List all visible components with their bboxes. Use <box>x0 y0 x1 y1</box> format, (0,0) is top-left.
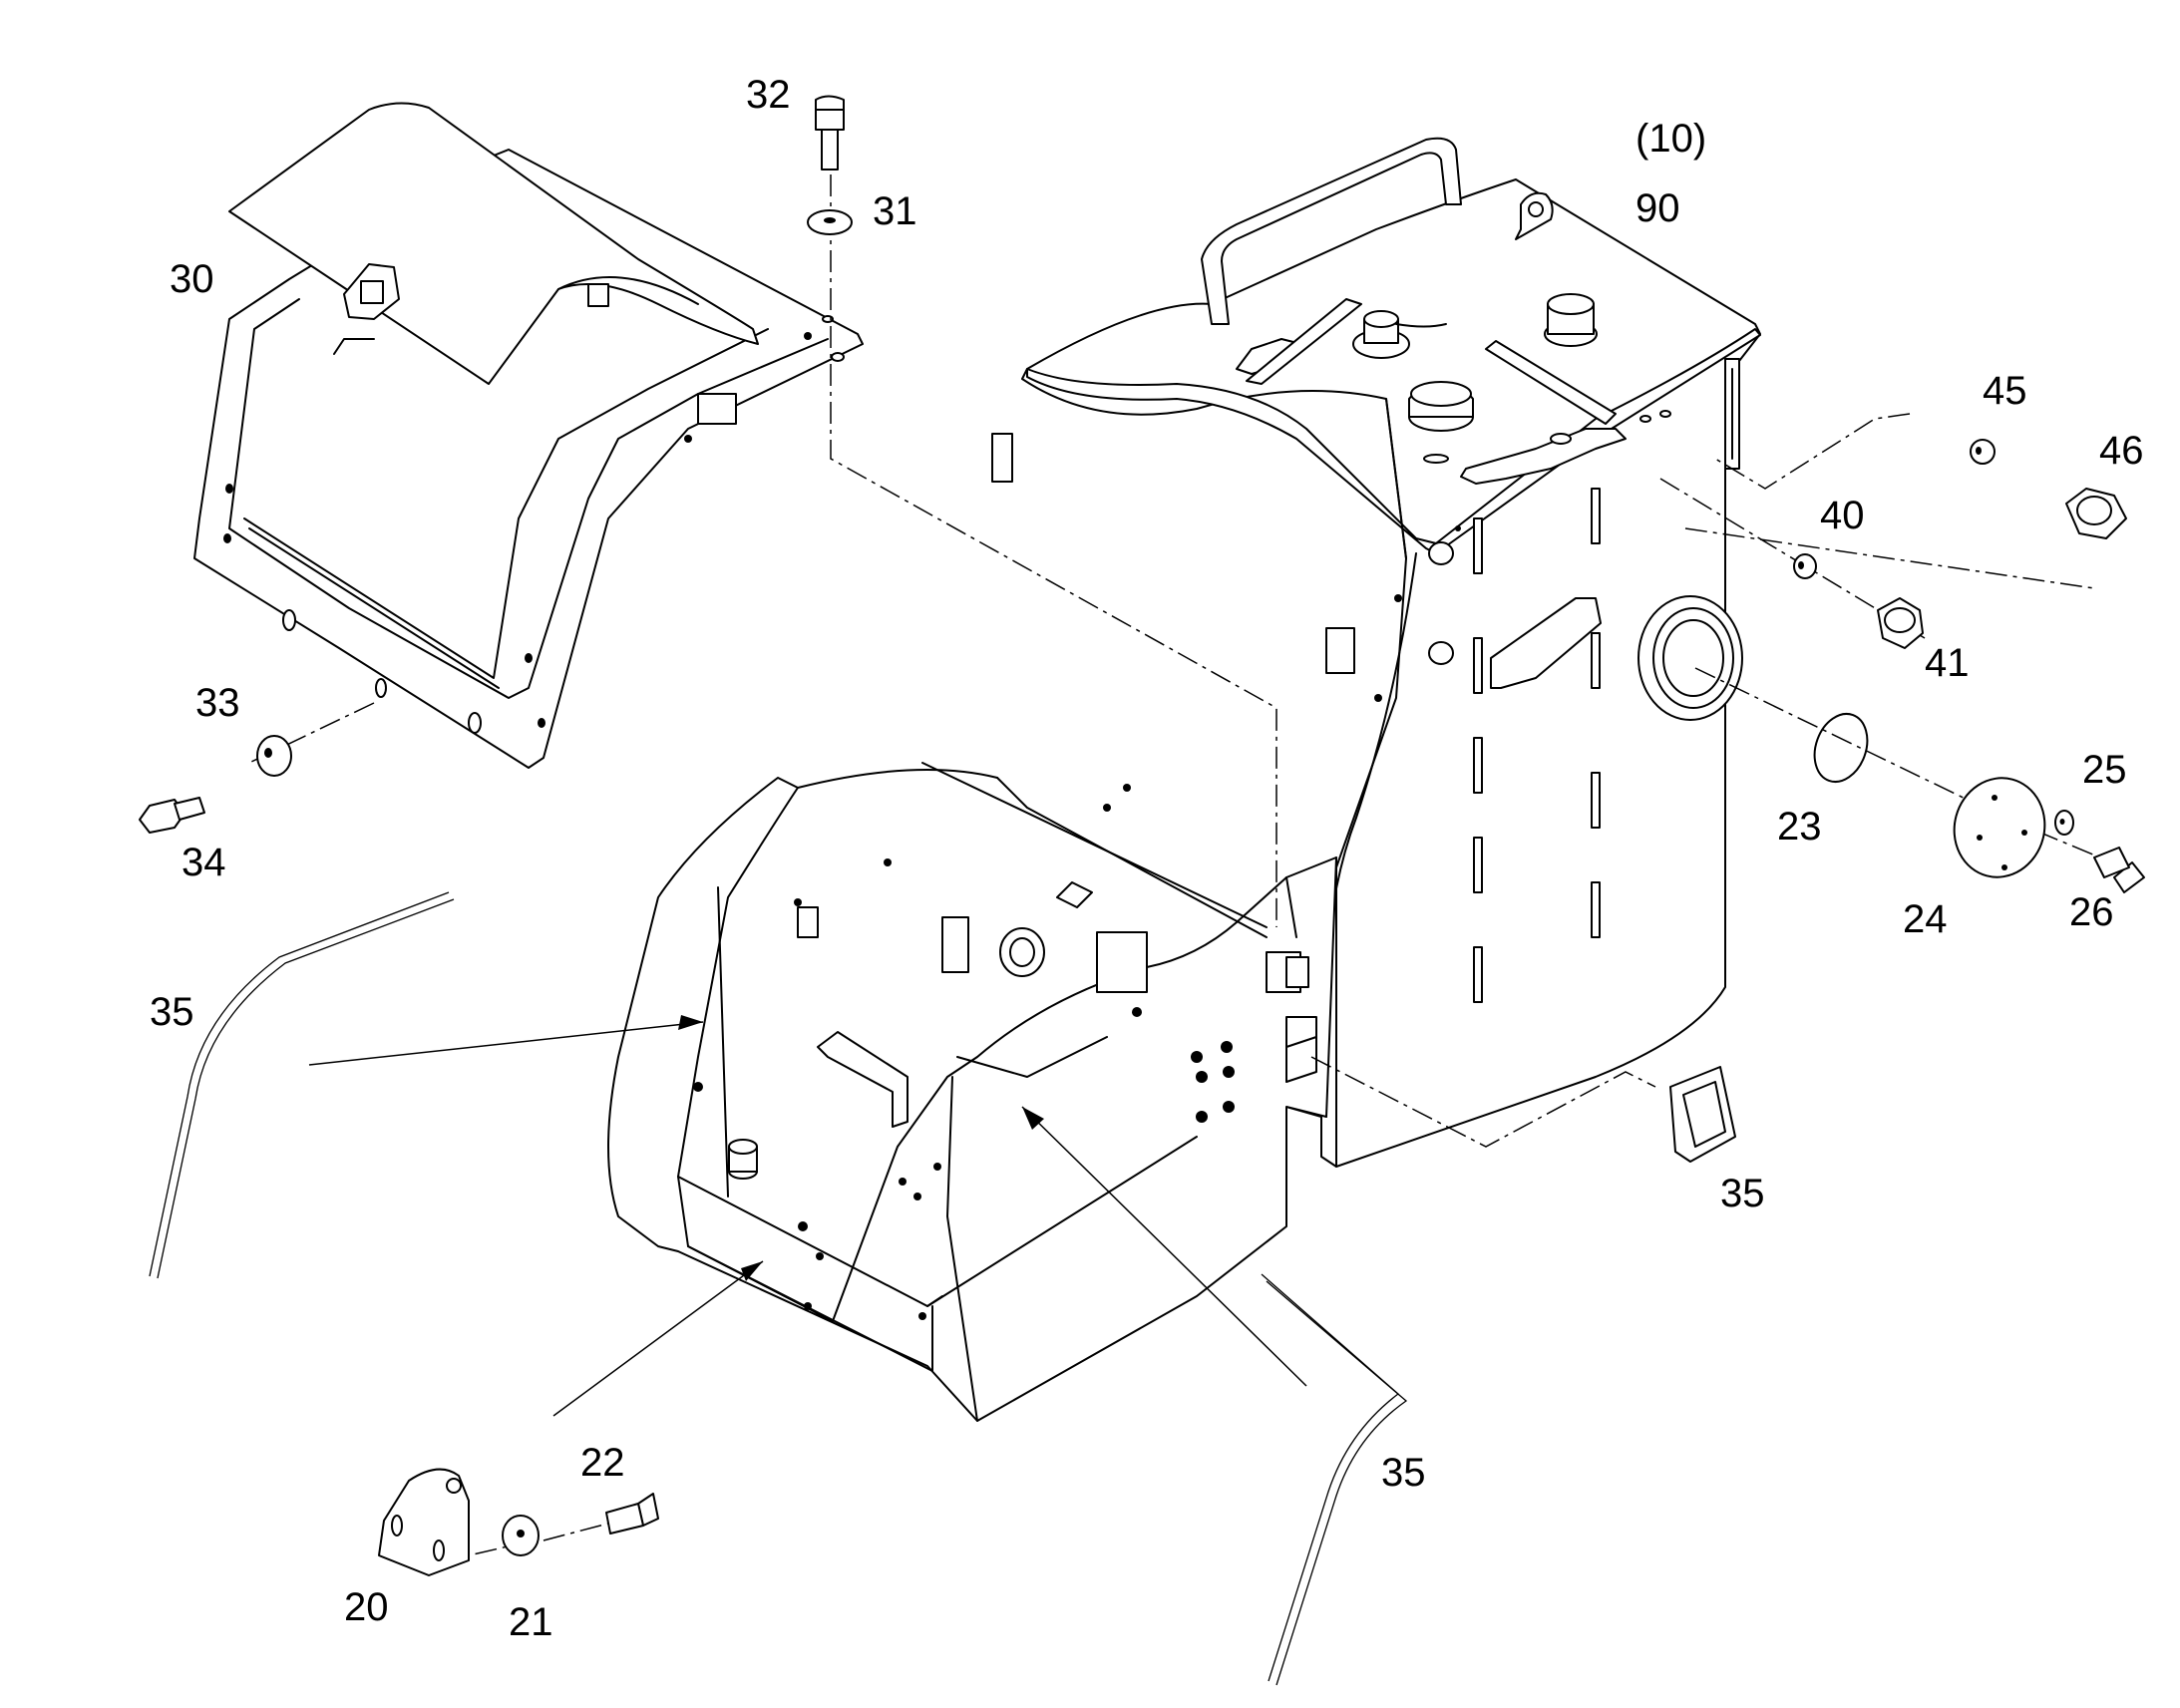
cover-part-30 <box>193 102 864 769</box>
label-41: 41 <box>1925 641 1970 685</box>
bolt-part-26 <box>2093 847 2145 893</box>
label-21: 21 <box>509 1600 553 1644</box>
washer-part-31 <box>807 209 853 235</box>
seal-strip-part-35-right <box>1261 1273 1408 1686</box>
label-26: 26 <box>2069 890 2114 934</box>
label-20: 20 <box>344 1585 389 1629</box>
washer-part-40 <box>1793 553 1817 579</box>
washer-part-21 <box>502 1515 540 1556</box>
label-35-right: 35 <box>1381 1451 1426 1495</box>
nut-part-41 <box>1877 597 1924 649</box>
front-cab-frame <box>607 762 1337 1422</box>
label-31: 31 <box>873 189 917 233</box>
label-45: 45 <box>1983 369 2027 413</box>
seal-gasket-part-35 <box>1669 1066 1736 1163</box>
cover-plate-part-24 <box>1953 777 2046 878</box>
label-30: 30 <box>170 257 214 301</box>
o-ring-part-23 <box>1813 713 1869 783</box>
label-40: 40 <box>1820 494 1865 537</box>
bracket-plate-part-20 <box>378 1468 470 1576</box>
seal-strip-part-35-left <box>149 891 455 1279</box>
bolt-part-22 <box>605 1493 659 1535</box>
washer-part-25 <box>2054 810 2074 836</box>
label-10: (10) <box>1635 117 1706 161</box>
nut-part-46 <box>2065 488 2127 539</box>
part-labels: (10) 90 32 31 30 33 34 35 35 35 45 46 40… <box>150 73 2144 1644</box>
washer-part-45 <box>1970 439 1996 465</box>
label-25: 25 <box>2082 748 2127 792</box>
label-33: 33 <box>195 681 240 725</box>
leader-lines <box>308 1015 1307 1417</box>
bolt-part-32 <box>815 95 845 171</box>
screw-part-34 <box>139 797 205 834</box>
label-35-gasket: 35 <box>1720 1172 1765 1215</box>
main-housing-part-90 <box>991 137 1761 1168</box>
label-90: 90 <box>1635 186 1680 230</box>
label-35-left: 35 <box>150 990 194 1034</box>
label-23: 23 <box>1777 805 1822 849</box>
label-24: 24 <box>1903 897 1948 941</box>
label-34: 34 <box>182 841 226 884</box>
label-32: 32 <box>746 73 791 117</box>
label-46: 46 <box>2099 429 2144 473</box>
label-22: 22 <box>580 1441 625 1485</box>
washer-part-33 <box>256 735 292 777</box>
